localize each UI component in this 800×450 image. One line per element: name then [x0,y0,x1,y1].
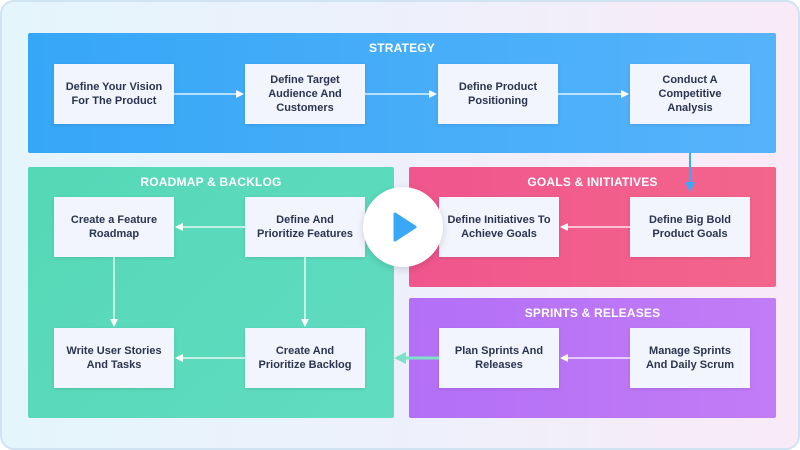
strategy-panel-title: STRATEGY [368,41,436,55]
roadmap-panel-title: ROADMAP & BACKLOG [140,175,282,189]
roadmap-box-backlog: Create And Prioritize Backlog [245,328,365,388]
strategy-box-vision: Define Your Vision For The Product [54,64,174,124]
play-button[interactable] [363,187,443,267]
strategy-box-positioning: Define Product Positioning [438,64,558,124]
roadmap-box-define-features: Define And Prioritize Features [245,197,365,257]
play-icon [393,212,417,242]
sprints-box-manage: Manage Sprints And Daily Scrum [630,328,750,388]
roadmap-box-user-stories: Write User Stories And Tasks [54,328,174,388]
strategy-box-audience: Define Target Audience And Customers [245,64,365,124]
strategy-box-competitive: Conduct A Competitive Analysis [630,64,750,124]
sprints-panel-title: SPRINTS & RELEASES [524,306,661,320]
goals-box-initiatives: Define Initiatives To Achieve Goals [439,197,559,257]
goals-panel-title: GOALS & INITIATIVES [527,175,658,189]
roadmap-box-feature-roadmap: Create a Feature Roadmap [54,197,174,257]
sprints-box-plan: Plan Sprints And Releases [439,328,559,388]
goals-box-big-goals: Define Big Bold Product Goals [630,197,750,257]
